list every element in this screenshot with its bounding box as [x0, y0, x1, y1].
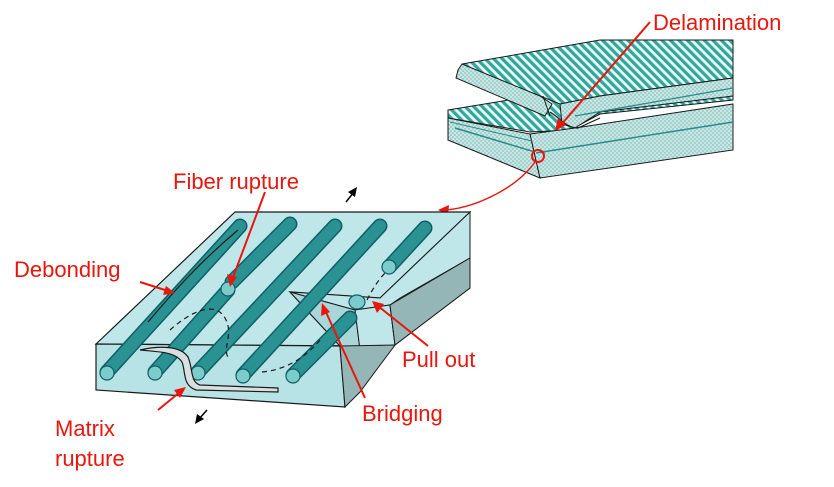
load-arrows — [195, 187, 357, 424]
fiber-ends — [99, 259, 397, 384]
fiber — [237, 220, 386, 381]
block-side-lower — [389, 257, 471, 346]
block-front-right-face — [339, 344, 397, 409]
label-bridging: Bridging — [362, 401, 443, 426]
fiber-end — [99, 365, 115, 381]
fiber-end — [285, 368, 301, 384]
detail-marker — [531, 149, 545, 163]
debonding-crack — [147, 229, 239, 323]
label-delamination: Delamination — [653, 10, 781, 35]
matrix-rupture-crack — [139, 346, 279, 393]
delaminated-laminate — [447, 39, 734, 179]
label-pull-out: Pull out — [402, 347, 475, 372]
fiber-end-pullout — [348, 294, 366, 310]
fiber — [384, 222, 431, 272]
fibers — [99, 216, 433, 383]
label-debonding: Debonding — [14, 257, 120, 282]
fiber-end — [235, 368, 251, 384]
pullout-face — [354, 304, 396, 351]
label-fiber-rupture: Fiber rupture — [173, 169, 299, 194]
load-arrowhead-down — [195, 414, 204, 424]
fiber — [192, 220, 341, 378]
label-matrix-rupture-line2: rupture — [55, 446, 125, 471]
delamination-crack — [549, 111, 601, 129]
fiber-end — [220, 281, 236, 297]
detail-link-arrow — [441, 161, 536, 211]
peeled-flap — [455, 63, 553, 117]
fiber — [226, 218, 296, 288]
fiber-end — [147, 365, 163, 381]
label-matrix-rupture-line1: Matrix — [55, 416, 115, 441]
hidden-fiber-path — [366, 271, 387, 301]
composite-block — [94, 210, 472, 409]
fiber — [287, 312, 356, 381]
hidden-fiber-path — [169, 308, 231, 361]
lower-ply-side — [529, 103, 734, 179]
label-arrows — [139, 21, 651, 411]
fiber-end — [381, 259, 397, 275]
fiber — [149, 284, 234, 378]
load-arrowhead-up — [348, 187, 357, 197]
fiber — [101, 220, 246, 378]
